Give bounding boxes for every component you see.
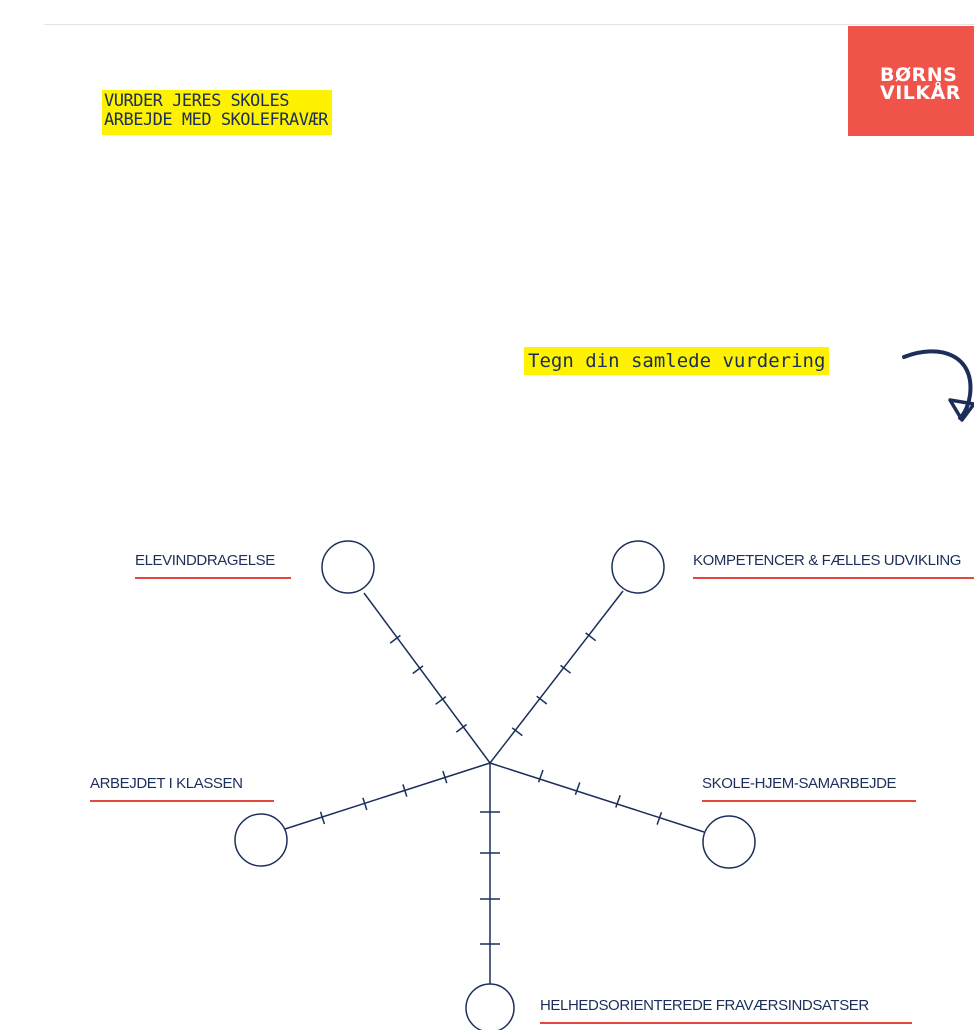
axis-label-kompetencer: KOMPETENCER & FÆLLES UDVIKLING	[693, 551, 974, 579]
axis-circle-helhedsorienterede[interactable]	[465, 983, 515, 1030]
title-line-1: VURDER JERES SKOLES	[104, 91, 289, 111]
tick	[615, 794, 621, 808]
tick	[412, 665, 424, 675]
axis-line-elevinddragelse	[363, 592, 491, 764]
tick	[585, 632, 597, 642]
logo-line-2: VILKÅR	[880, 82, 961, 104]
axis-label-skole-hjem: SKOLE-HJEM-SAMARBEJDE	[702, 774, 916, 802]
axis-label-elevinddragelse: ELEVINDDRAGELSE	[135, 551, 291, 579]
axis-circle-elevinddragelse[interactable]	[321, 540, 375, 594]
tick	[435, 695, 447, 705]
logo-line-1: BØRNS	[880, 64, 958, 86]
tick	[537, 769, 544, 783]
curved-arrow-icon	[902, 349, 973, 420]
axis-line-kompetencer	[489, 590, 624, 764]
tick	[656, 812, 663, 825]
axis-circle-skole-hjem[interactable]	[702, 815, 756, 869]
tick	[560, 664, 572, 674]
page-title: VURDER JERES SKOLES ARBEJDE MED SKOLEFRA…	[102, 90, 332, 135]
tick	[442, 770, 448, 784]
tick	[402, 784, 408, 797]
axis-label-helhedsorienterede: HELHEDSORIENTEREDE FRAVÆRSINDSATSER	[540, 996, 912, 1024]
tick	[362, 797, 368, 811]
tick	[389, 634, 401, 644]
axis-line-skole-hjem	[489, 762, 705, 833]
axis-line-arbejdet-i-klassen	[284, 762, 491, 830]
title-line-2: ARBEJDE MED SKOLEFRAVÆR	[104, 110, 328, 130]
instruction-callout: Tegn din samlede vurdering	[524, 347, 830, 375]
tick	[511, 727, 523, 737]
tick	[574, 782, 581, 795]
arrow-head-icon	[948, 398, 974, 422]
brand-logo: BØRNS VILKÅR	[848, 26, 974, 136]
axis-circle-arbejdet-i-klassen[interactable]	[234, 813, 288, 867]
axis-label-arbejdet-i-klassen: ARBEJDET I KLASSEN	[90, 774, 274, 802]
tick	[319, 811, 326, 825]
tick	[536, 695, 548, 705]
top-divider	[44, 24, 974, 25]
tick	[455, 723, 468, 733]
axis-circle-kompetencer[interactable]	[611, 540, 665, 594]
